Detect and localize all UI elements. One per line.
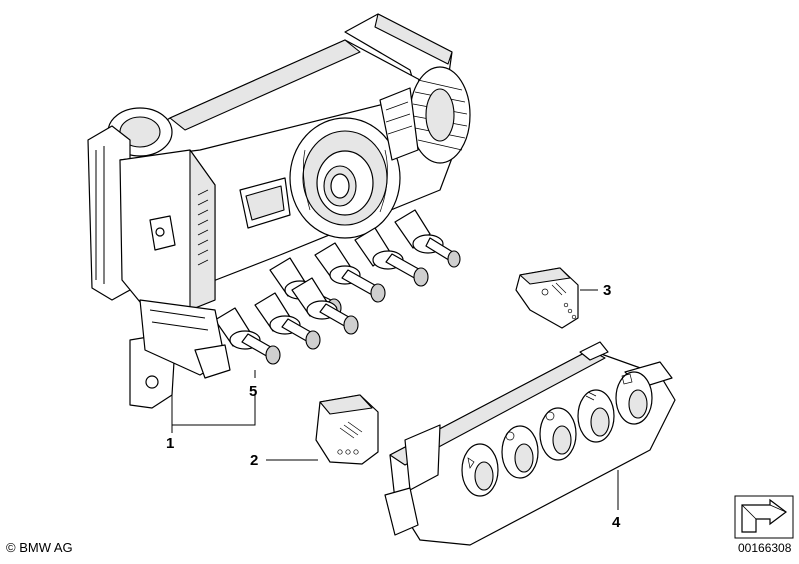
control-panel-assembly — [87, 13, 471, 409]
part-4-switch-bezel — [384, 341, 676, 546]
part-3-cover-cap — [515, 267, 579, 329]
lower-switch-row — [214, 277, 359, 365]
arrow-logo-icon — [734, 495, 794, 539]
callout-4: 4 — [612, 514, 621, 531]
callout-1: 1 — [166, 435, 175, 452]
leader-line-1 — [171, 395, 256, 426]
callout-5: 5 — [249, 383, 258, 400]
leader-lines — [171, 289, 619, 510]
copyright-text: © BMW AG — [6, 540, 73, 555]
callout-2: 2 — [250, 452, 259, 469]
part-2-cover-cap — [315, 394, 379, 465]
callout-3: 3 — [603, 282, 612, 299]
drawing-number: 00166308 — [738, 541, 792, 555]
